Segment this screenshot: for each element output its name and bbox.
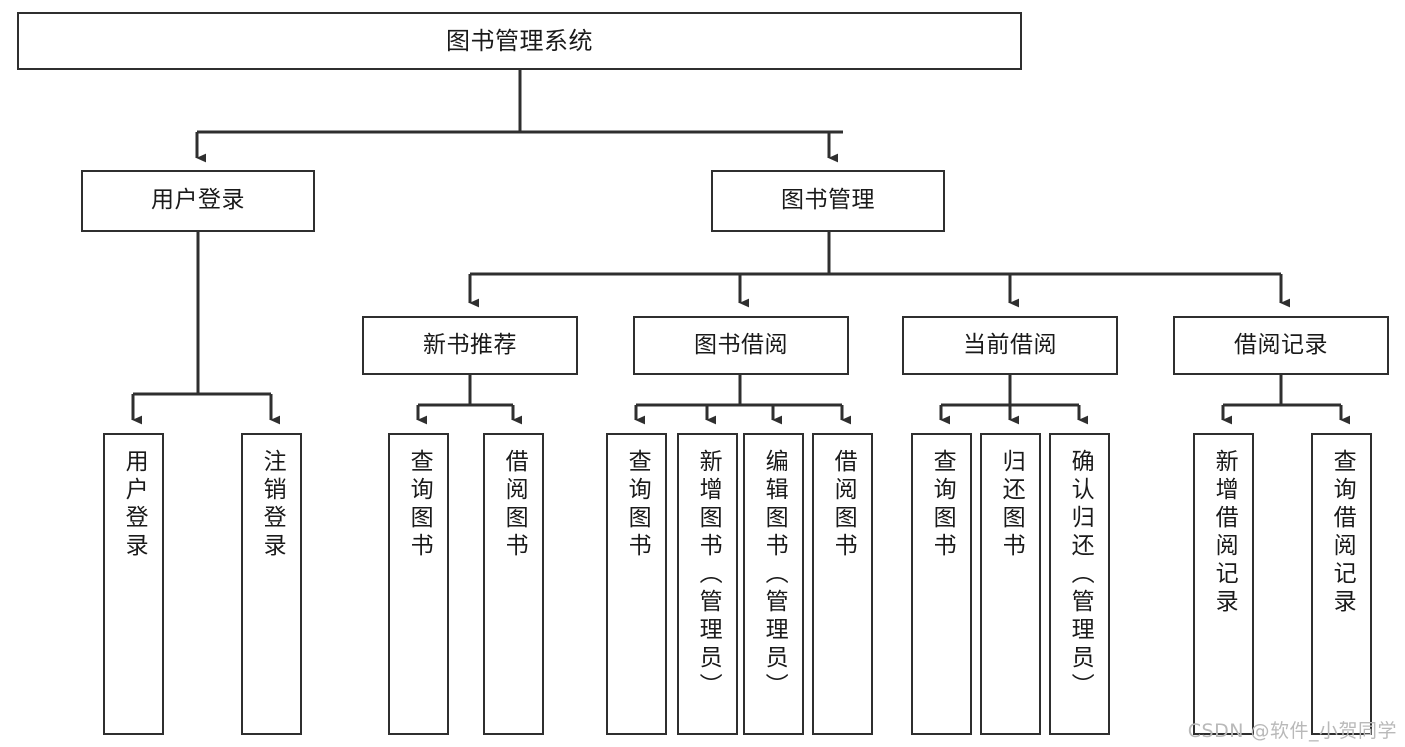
node-label: 用户登录	[121, 449, 148, 561]
node-borrow-record[interactable]: 借阅记录	[1173, 316, 1389, 375]
node-leaf-borrow-book-1[interactable]: 借阅图书	[483, 433, 544, 735]
node-user-login[interactable]: 用户登录	[81, 170, 315, 232]
node-label: 查询图书	[624, 449, 651, 561]
node-leaf-query-book-2[interactable]: 查询图书	[606, 433, 667, 735]
node-label: 确认归还（管理员）	[1067, 449, 1094, 701]
node-label: 当前借阅	[963, 331, 1057, 358]
node-label: 查询图书	[929, 449, 956, 561]
node-label: 归还图书	[998, 449, 1025, 561]
csdn-watermark: CSDN @软件_小贺同学	[1187, 720, 1397, 742]
node-label: 查询图书	[406, 449, 433, 561]
node-label: 图书管理	[781, 187, 875, 214]
node-label: 图书管理系统	[446, 26, 593, 55]
node-leaf-add-record[interactable]: 新增借阅记录	[1193, 433, 1254, 735]
node-label: 新书推荐	[423, 331, 517, 358]
node-root-system[interactable]: 图书管理系统	[17, 12, 1022, 70]
node-leaf-edit-book[interactable]: 编辑图书（管理员）	[743, 433, 804, 735]
node-book-borrow[interactable]: 图书借阅	[633, 316, 849, 375]
node-leaf-query-record[interactable]: 查询借阅记录	[1311, 433, 1372, 735]
node-leaf-add-book[interactable]: 新增图书（管理员）	[677, 433, 738, 735]
node-label: 借阅记录	[1234, 331, 1328, 358]
node-leaf-borrow-book-2[interactable]: 借阅图书	[812, 433, 873, 735]
node-leaf-query-book-1[interactable]: 查询图书	[388, 433, 449, 735]
node-current-borrow[interactable]: 当前借阅	[902, 316, 1118, 375]
node-leaf-return-book[interactable]: 归还图书	[980, 433, 1041, 735]
node-label: 新增借阅记录	[1211, 449, 1238, 617]
node-label: 借阅图书	[501, 449, 528, 561]
node-leaf-confirm-return[interactable]: 确认归还（管理员）	[1049, 433, 1110, 735]
node-leaf-user-login[interactable]: 用户登录	[103, 433, 164, 735]
node-label: 借阅图书	[830, 449, 857, 561]
node-label: 新增图书（管理员）	[695, 449, 722, 701]
node-label: 图书借阅	[694, 331, 788, 358]
node-book-management[interactable]: 图书管理	[711, 170, 945, 232]
node-label: 用户登录	[151, 187, 245, 214]
node-label: 编辑图书（管理员）	[761, 449, 788, 701]
node-leaf-user-logout[interactable]: 注销登录	[241, 433, 302, 735]
node-label: 查询借阅记录	[1329, 449, 1356, 617]
node-new-book-recommend[interactable]: 新书推荐	[362, 316, 578, 375]
node-label: 注销登录	[259, 449, 286, 561]
node-leaf-query-book-3[interactable]: 查询图书	[911, 433, 972, 735]
